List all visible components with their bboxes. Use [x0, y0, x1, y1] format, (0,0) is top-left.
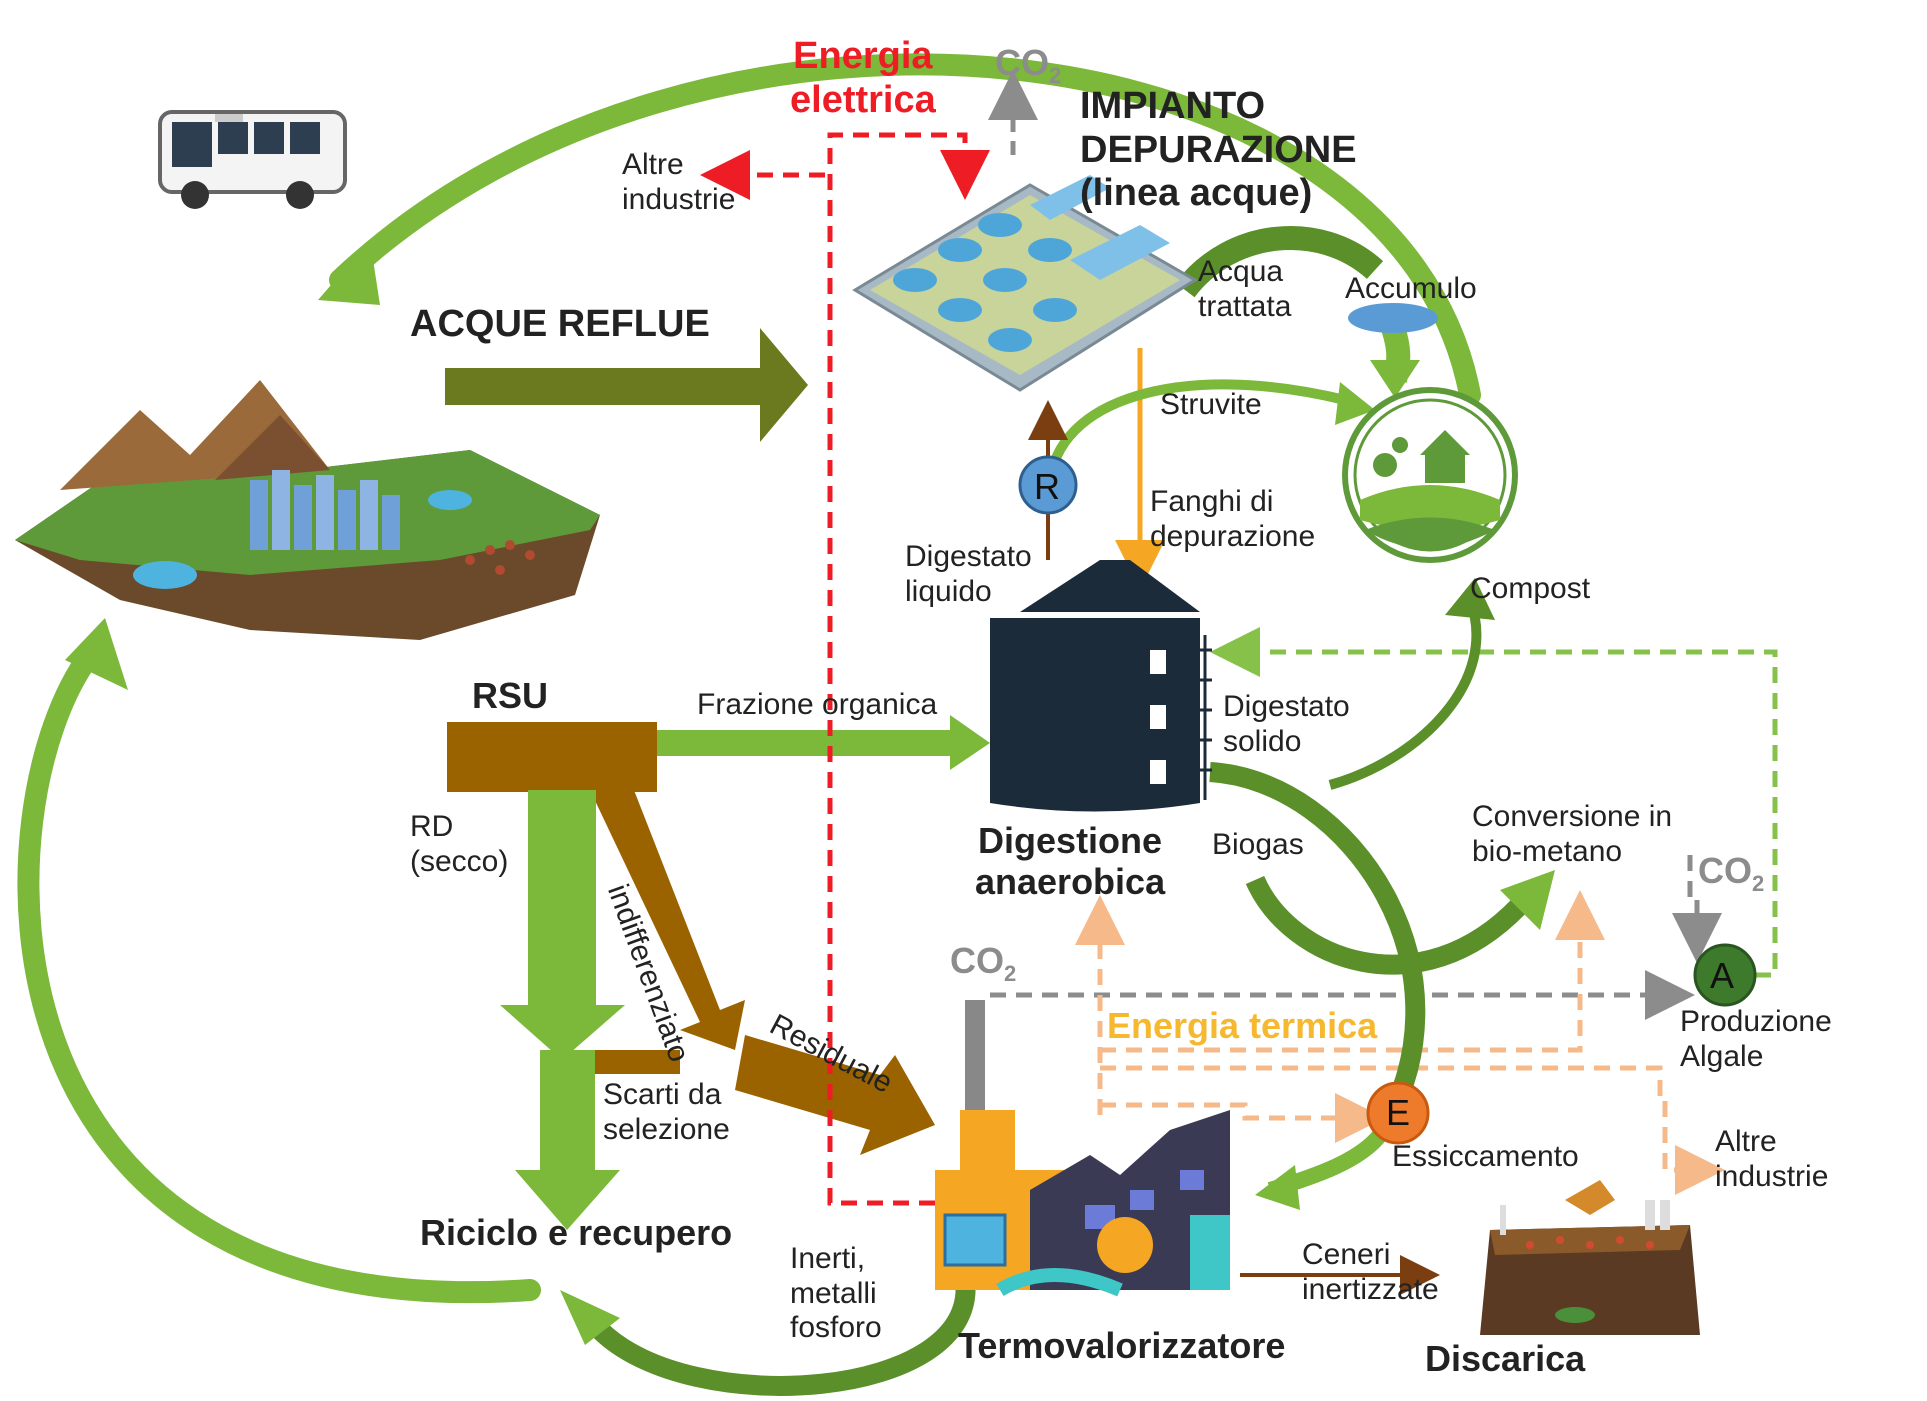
termovalorizzatore-label: Termovalorizzatore: [958, 1325, 1286, 1366]
digestato-liquido-label: Digestato liquido: [905, 540, 1032, 608]
frazione-organica-label: Frazione organica: [697, 688, 938, 721]
energia-elettrica-label: Energia elettrica: [790, 35, 936, 121]
digestione-anaerobica-label: Digestione anaerobica: [975, 820, 1166, 903]
fanghi-label: Fanghi di depurazione: [1150, 485, 1316, 553]
farm-icon: [1342, 387, 1518, 563]
co2-top-label: CO2: [995, 42, 1062, 89]
produzione-algale-label: Produzione Algale: [1680, 1005, 1832, 1073]
acque-reflue-arrow: [445, 328, 808, 442]
return-arc-left: [17, 618, 541, 1304]
digestato-solido-arrow: [1328, 578, 1495, 790]
co2-to-algae-line: [990, 855, 1722, 1020]
energia-termica-label: Energia termica: [1107, 1005, 1378, 1046]
accumulo-label: Accumulo: [1345, 272, 1477, 305]
e-node: [1366, 1081, 1430, 1145]
struvite-label: Struvite: [1160, 388, 1262, 421]
digester-silo-icon: [990, 560, 1212, 812]
acque-reflue-label: ACQUE REFLUE: [410, 303, 710, 345]
r-node-label: R: [1034, 466, 1060, 507]
biogas-label: Biogas: [1212, 828, 1304, 861]
r-node: [1018, 455, 1078, 515]
co2-right-label: CO2: [1698, 850, 1765, 897]
incinerator-plant-icon: [935, 1000, 1230, 1297]
rd-arrow: [500, 790, 625, 1230]
a-node: [1693, 943, 1757, 1007]
algae-to-digester-line: [1210, 627, 1778, 978]
energia-elettrica-line: [700, 132, 990, 1206]
rsu-label: RSU: [472, 675, 549, 716]
ceneri-inertizzate-label: Ceneri inertizzate: [1302, 1238, 1439, 1306]
bus-icon: [158, 110, 347, 209]
city-island-icon: [15, 380, 600, 640]
a-node-label: A: [1710, 955, 1735, 996]
treatment-plant-icon: [852, 175, 1198, 392]
inerti-metalli-label: Inerti, metalli fosforo: [790, 1242, 882, 1344]
landfill-icon: [1480, 1180, 1700, 1335]
acqua-trattata-label: Acqua trattata: [1198, 255, 1292, 323]
inerti-arrow: [560, 1278, 976, 1396]
frazione-organica-arrow: [657, 715, 990, 770]
biogas-arrow: [1245, 870, 1555, 975]
compost-label: Compost: [1470, 572, 1591, 605]
struvite-arrow: [1045, 379, 1375, 486]
co2-mid-label: CO2: [950, 940, 1017, 987]
rsu-block: [447, 722, 935, 1155]
energia-termica-lines: [1075, 890, 1725, 1195]
digestato-to-essiccamento-arrow: [1209, 762, 1426, 1210]
essiccamento-label: Essiccamento: [1392, 1140, 1579, 1173]
discarica-label: Discarica: [1425, 1338, 1586, 1379]
digestato-solido-label: Digestato solido: [1223, 690, 1350, 758]
altre-industrie-bottom-label: Altre industrie: [1715, 1125, 1829, 1193]
accumulo-basin: [1348, 303, 1438, 333]
return-arc-top: [318, 53, 1481, 406]
altre-industrie-top-label: Altre industrie: [622, 148, 736, 216]
conversione-biometano-label: Conversione in bio-metano: [1472, 800, 1673, 868]
e-node-label: E: [1386, 1092, 1411, 1133]
impianto-depurazione-label: IMPIANTO DEPURAZIONE (linea acque): [1080, 85, 1357, 215]
scarti-selezione-label: Scarti da selezione: [603, 1078, 730, 1146]
rd-secco-label: RD (secco): [410, 810, 509, 878]
riciclo-recupero-label: Riciclo e recupero: [420, 1212, 733, 1253]
